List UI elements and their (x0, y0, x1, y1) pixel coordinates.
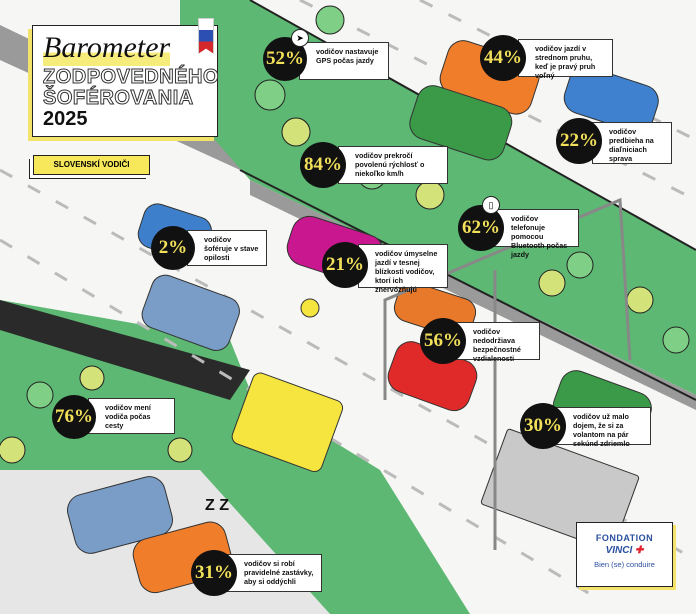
fondation-vinci-logo: FONDATION VINCI ✚ Bien (se) conduire (576, 522, 673, 587)
stat-description: vodičov mení vodiča počas cesty (88, 398, 175, 434)
text: VINCI (605, 545, 633, 556)
trees (0, 5, 690, 464)
stat-percentage: 62% (458, 205, 504, 251)
gantry (383, 197, 632, 550)
title-year: 2025 (43, 108, 88, 130)
svg-text:Z Z: Z Z (205, 497, 229, 514)
stat-description: vodičov telefonuje pomocou Bluetooth poč… (494, 209, 579, 259)
slovak-flag-icon (198, 18, 214, 54)
suv-blue (141, 274, 240, 351)
stat-description: vodičov úmyselne jazdí v tesnej blízkost… (358, 244, 448, 294)
stat-description: vodičov predbieha na diaľniciach sprava (592, 122, 672, 164)
text: FONDATION (595, 533, 654, 543)
gps-arrow-icon: ➤ (291, 29, 309, 47)
stat-percentage: 84% (300, 142, 346, 188)
title-line2: ŠOFÉROVANIA (43, 87, 194, 110)
car-green (409, 85, 513, 161)
stat-description: vodičov si robí pravidelné zastávky, aby… (227, 554, 322, 592)
stat-description: vodičov jazdí v strednom pruhu, keď je p… (518, 39, 613, 80)
title-card: Barometer ZODPOVEDNÉHO ŠOFÉROVANIA 2025 (32, 25, 220, 137)
stat-percentage: 2% (151, 226, 195, 270)
stat-percentage: 22% (556, 118, 602, 164)
title-line1: ZODPOVEDNÉHO (42, 66, 220, 89)
stat-description: vodičov prekročí povolenú rýchlosť o nie… (338, 146, 448, 184)
text: Bien (se) conduire (594, 560, 655, 569)
stat-percentage: 21% (322, 242, 368, 288)
stat-description: vodičov nedodržiava bezpečnostné vzdiale… (456, 322, 540, 363)
stat-percentage: 56% (420, 318, 466, 364)
stat-percentage: 31% (191, 550, 237, 596)
stat-description: vodičov nastavuje GPS počas jazdy (299, 42, 389, 80)
stat-percentage: 76% (52, 395, 96, 439)
van-yellow (231, 372, 344, 473)
stat-percentage: 30% (520, 403, 566, 449)
phone-icon: ▯ (482, 196, 500, 214)
stat-description: vodičov už malo dojem, že si za volantom… (556, 407, 651, 448)
green-verge (0, 300, 470, 614)
vinci-cross-icon: ✚ (635, 545, 644, 556)
stat-percentage: 44% (480, 35, 526, 81)
country-tag: SLOVENSKÍ VODIČI (33, 155, 150, 175)
stat-description: vodičov šoféruje v stave opilosti (187, 230, 267, 266)
title-script: Barometer (43, 30, 171, 66)
